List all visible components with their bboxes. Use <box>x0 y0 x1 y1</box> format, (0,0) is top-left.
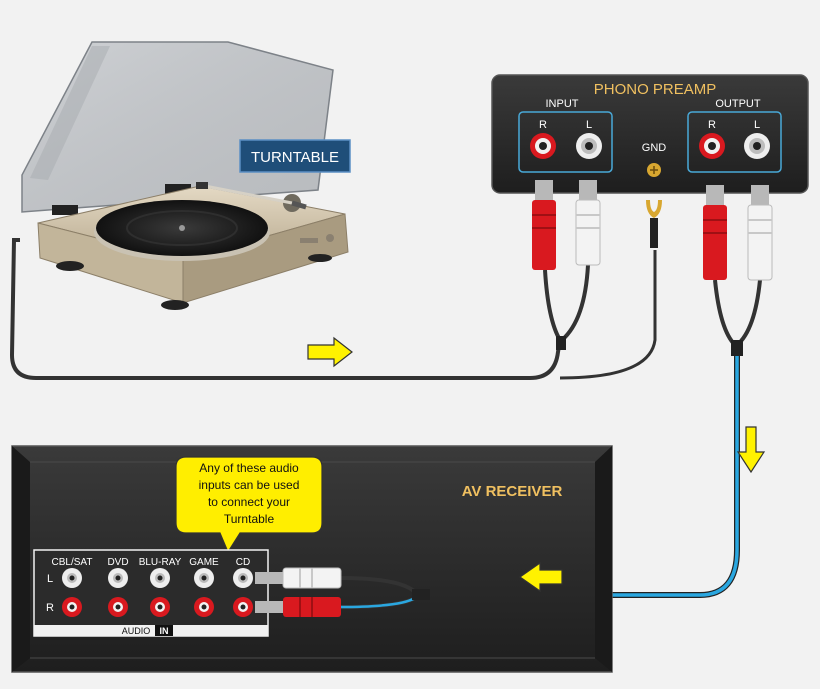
callout-bubble: Any of these audio inputs can be used to… <box>175 456 323 554</box>
output-rca-plugs <box>703 185 773 356</box>
flow-arrow-down-icon <box>736 426 766 474</box>
audio-label: AUDIO <box>122 626 151 636</box>
column-label-dvd: DVD <box>107 557 128 568</box>
jack-dvd-r[interactable] <box>108 597 128 617</box>
turntable <box>21 41 349 310</box>
jack-cd-r[interactable] <box>233 597 253 617</box>
audio-input-panel: AUDIO IN CBL/SAT DVD BLU-RAY GAME CD L R <box>33 549 269 637</box>
spade-lug-icon <box>646 200 662 248</box>
preamp-output-l-label: L <box>754 119 760 131</box>
turntable-cable <box>9 238 562 380</box>
callout-line-2: inputs can be used <box>199 478 300 492</box>
in-label: IN <box>160 626 169 636</box>
row-label-l: L <box>47 573 53 585</box>
tonearm <box>196 182 307 212</box>
preamp-gnd-label: GND <box>642 142 667 154</box>
callout-line-3: to connect your <box>208 495 290 509</box>
jack-cbl-sat-r[interactable] <box>62 597 82 617</box>
column-label-blu-ray: BLU-RAY <box>139 557 182 568</box>
input-rca-plugs <box>532 180 601 350</box>
jack-cd-l[interactable] <box>233 568 253 588</box>
phono-preamp: PHONO PREAMP INPUT OUTPUT R L GND R L <box>491 74 809 194</box>
preamp-output-l-jack[interactable] <box>744 133 770 159</box>
preamp-output-r-label: R <box>708 119 716 131</box>
callout-line-1: Any of these audio <box>199 461 299 475</box>
turntable-label-text: TURNTABLE <box>251 149 339 166</box>
jack-game-l[interactable] <box>194 568 214 588</box>
jack-dvd-l[interactable] <box>108 568 128 588</box>
preamp-input-group <box>518 111 613 173</box>
preamp-input-r-label: R <box>539 119 547 131</box>
turntable-label: TURNTABLE <box>239 139 351 173</box>
column-label-cd: CD <box>236 557 250 568</box>
callout-line-4: Turntable <box>224 512 275 526</box>
preamp-input-label: INPUT <box>546 98 579 110</box>
turntable-hinge <box>52 205 78 215</box>
preamp-title: PHONO PREAMP <box>594 81 717 98</box>
jack-blu-ray-l[interactable] <box>150 568 170 588</box>
jack-cbl-sat-l[interactable] <box>62 568 82 588</box>
preamp-input-l-label: L <box>586 119 592 131</box>
preamp-input-r-jack[interactable] <box>530 133 556 159</box>
column-label-cbl-sat: CBL/SAT <box>52 557 93 568</box>
row-label-r: R <box>46 602 54 614</box>
flow-arrow-left-icon <box>518 561 563 593</box>
flow-arrow-right-icon <box>307 336 353 368</box>
column-label-game: GAME <box>189 557 219 568</box>
ground-wire <box>559 250 657 380</box>
jack-blu-ray-r[interactable] <box>150 597 170 617</box>
preamp-output-r-jack[interactable] <box>699 133 725 159</box>
jack-game-r[interactable] <box>194 597 214 617</box>
preamp-output-label: OUTPUT <box>715 98 761 110</box>
receiver-rca-plugs <box>255 567 430 617</box>
receiver-title: AV RECEIVER <box>462 483 563 500</box>
turntable-hinge <box>165 184 191 194</box>
preamp-input-l-jack[interactable] <box>576 133 602 159</box>
preamp-gnd-terminal[interactable] <box>647 163 661 177</box>
preamp-output-group <box>687 111 782 173</box>
